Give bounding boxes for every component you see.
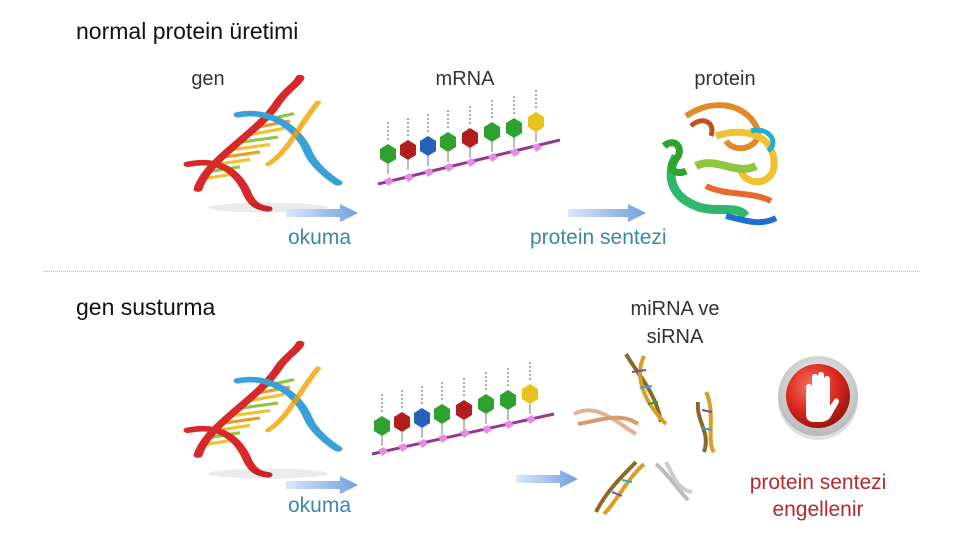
- gene-label: gen: [191, 68, 225, 90]
- arrow-to-rna: [516, 470, 578, 488]
- synthesis-blocked-line1: protein sentezi: [749, 471, 887, 494]
- mrna-strand-icon: [371, 361, 555, 456]
- arrow-reading-2: [286, 476, 358, 494]
- protein-label: protein: [694, 68, 756, 90]
- synthesis-blocked-line2: engellenir: [772, 498, 864, 521]
- rna-fragments-icon: [573, 353, 716, 516]
- arrow-reading-1: [286, 204, 358, 222]
- reading-step-label: okuma: [288, 494, 352, 517]
- mirna-sirna-label-line1: miRNA ve: [630, 298, 720, 320]
- silencing-section-title: gen susturma: [76, 294, 216, 320]
- normal-section-title: normal protein üretimi: [76, 18, 299, 44]
- section-divider: [44, 271, 920, 272]
- protein-synthesis-step-label: protein sentezi: [530, 226, 667, 249]
- protein-structure-icon: [661, 102, 778, 226]
- dna-helix-icon: [178, 356, 348, 486]
- mirna-sirna-label-line2: siRNA: [646, 326, 704, 348]
- arrow-synthesis: [568, 204, 646, 222]
- stop-hand-icon: [778, 356, 858, 440]
- dna-helix-icon: [178, 90, 348, 220]
- mrna-strand-icon: [377, 89, 561, 186]
- mrna-label: mRNA: [435, 68, 495, 90]
- reading-step-label: okuma: [288, 226, 352, 249]
